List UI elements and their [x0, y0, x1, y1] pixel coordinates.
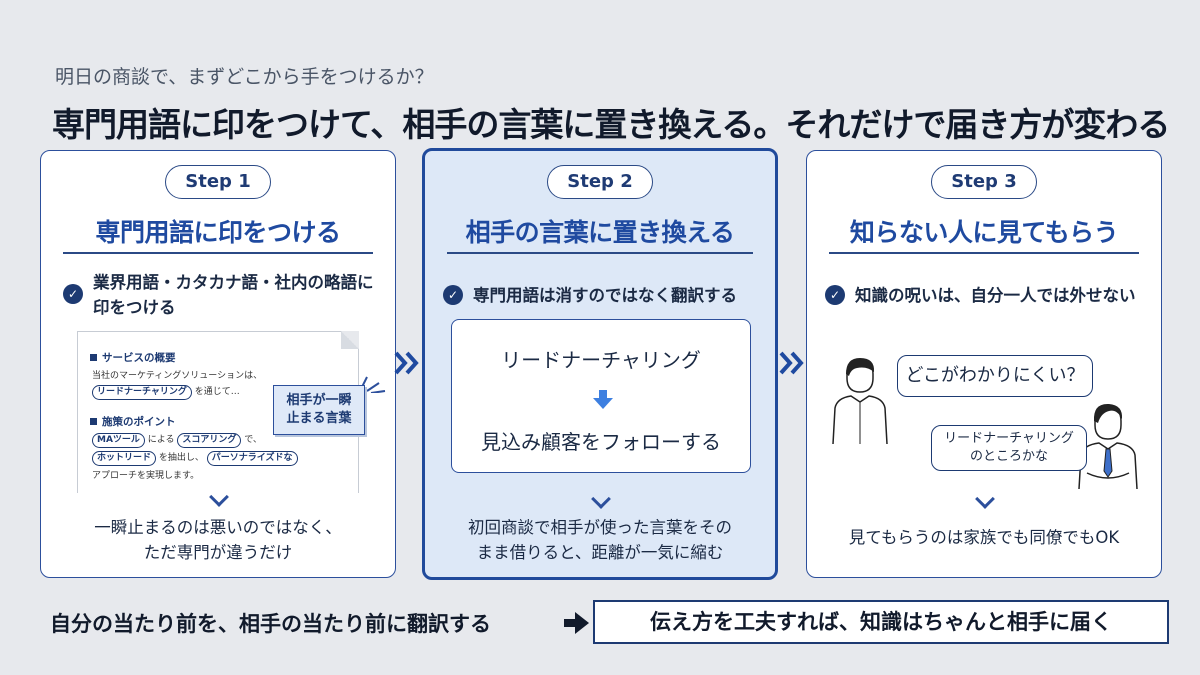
title-divider — [447, 252, 753, 254]
doc-text-3: MAツール による スコアリング で、 — [92, 432, 262, 448]
title-divider — [63, 252, 373, 254]
page-fold-icon — [341, 331, 359, 349]
term-tag: MAツール — [92, 433, 145, 448]
step2-bottom-line2: まま借りると、距離が一気に縮む — [476, 543, 724, 562]
check-icon: ✓ — [443, 285, 463, 305]
step3-bottom-text: 見てもらうのは家族でも同僚でもOK — [848, 528, 1120, 547]
speech-bubble-question: どこがわかりにくい？ — [897, 355, 1093, 397]
down-arrow-icon — [593, 390, 613, 409]
doc-text-fragment: で、 — [244, 435, 262, 445]
step3-check-text: 知識の呪いは、自分一人では外せない — [855, 286, 1136, 305]
step2-title: 相手の言葉に置き換える — [465, 218, 735, 247]
step1-bottom-text: 一瞬止まるのは悪いのではなく、 ただ専門が違うだけ — [41, 515, 395, 565]
translation-box: リードナーチャリング 見込み顧客をフォローする — [451, 319, 751, 473]
chevron-down-icon — [591, 489, 611, 509]
check-icon: ✓ — [63, 284, 83, 304]
bubble-answer-line1: リードナーチャリング — [944, 431, 1074, 446]
page-headline: 専門用語に印をつけて、相手の言葉に置き換える。それだけで届き方が変わる — [52, 105, 1170, 144]
callout-line1: 相手が一瞬 — [286, 393, 352, 408]
doc-text-2: リードナーチャリング を通じて… — [92, 384, 240, 400]
step1-card: Step 1 専門用語に印をつける ✓ 業界用語・カタカナ語・社内の略語に 印を… — [40, 150, 396, 578]
doc-text-1: 当社のマーケティングソリューションは、 — [92, 371, 263, 381]
doc-text-4: ホットリード を抽出し、 パーソナライズドな — [92, 450, 298, 466]
footer-left-text: 自分の当たり前を、相手の当たり前に翻訳する — [50, 612, 491, 636]
right-arrow-icon — [564, 612, 589, 634]
callout-line2: 止まる言葉 — [286, 411, 352, 426]
term-tag: ホットリード — [92, 451, 157, 466]
term-before: リードナーチャリング — [501, 348, 701, 372]
page-subtitle: 明日の商談で、まずどこから手をつけるか？ — [55, 66, 434, 88]
term-after: 見込み顧客をフォローする — [481, 430, 721, 454]
step3-card: Step 3 知らない人に見てもらう ✓ 知識の呪いは、自分一人では外せない ど… — [806, 150, 1162, 578]
check-icon: ✓ — [825, 285, 845, 305]
step1-check-line1: 業界用語・カタカナ語・社内の略語に — [93, 273, 374, 292]
doc-heading-1: サービスの概要 — [90, 350, 176, 365]
doc-text-fragment: による — [147, 435, 175, 445]
callout-box: 相手が一瞬 止まる言葉 — [273, 385, 365, 435]
step2-check-text: 専門用語は消すのではなく翻訳する — [473, 286, 737, 305]
footer-conclusion-box: 伝え方を工夫すれば、知識はちゃんと相手に届く — [593, 600, 1169, 644]
step2-bottom-text: 初回商談で相手が使った言葉をその まま借りると、距離が一気に縮む — [425, 515, 775, 565]
title-divider — [829, 252, 1139, 254]
step1-check-line2: 印をつける — [93, 298, 176, 317]
step1-bottom-line1: 一瞬止まるのは悪いのではなく、 — [94, 518, 342, 537]
term-tag: スコアリング — [177, 433, 242, 448]
step2-bottom-line1: 初回商談で相手が使った言葉をその — [468, 518, 732, 537]
double-chevron-right-icon — [394, 351, 419, 375]
step3-title: 知らない人に見てもらう — [849, 218, 1119, 247]
step2-card: Step 2 相手の言葉に置き換える ✓ 専門用語は消すのではなく翻訳する リー… — [422, 148, 778, 580]
doc-heading-2: 施策のポイント — [90, 414, 176, 429]
doc-text-5: アプローチを実現します。 — [92, 471, 200, 481]
double-chevron-right-icon — [779, 351, 804, 375]
step2-label: Step 2 — [547, 165, 653, 199]
speech-bubble-answer: リードナーチャリング のところかな — [931, 425, 1087, 471]
step1-check-text: 業界用語・カタカナ語・社内の略語に 印をつける — [93, 270, 374, 320]
doc-text-fragment: を抽出し、 — [158, 453, 204, 463]
bubble-answer-line2: のところかな — [969, 449, 1048, 464]
step1-label: Step 1 — [165, 165, 271, 199]
step3-label: Step 3 — [931, 165, 1037, 199]
term-tag: リードナーチャリング — [92, 385, 192, 400]
chevron-down-icon — [975, 489, 995, 509]
person-icon — [832, 358, 888, 444]
doc-text-fragment: を通じて… — [194, 387, 240, 397]
step1-title: 専門用語に印をつける — [95, 218, 341, 247]
step1-bottom-line2: ただ専門が違うだけ — [143, 543, 293, 562]
person-icon — [1078, 403, 1138, 489]
term-tag: パーソナライズドな — [206, 451, 298, 466]
